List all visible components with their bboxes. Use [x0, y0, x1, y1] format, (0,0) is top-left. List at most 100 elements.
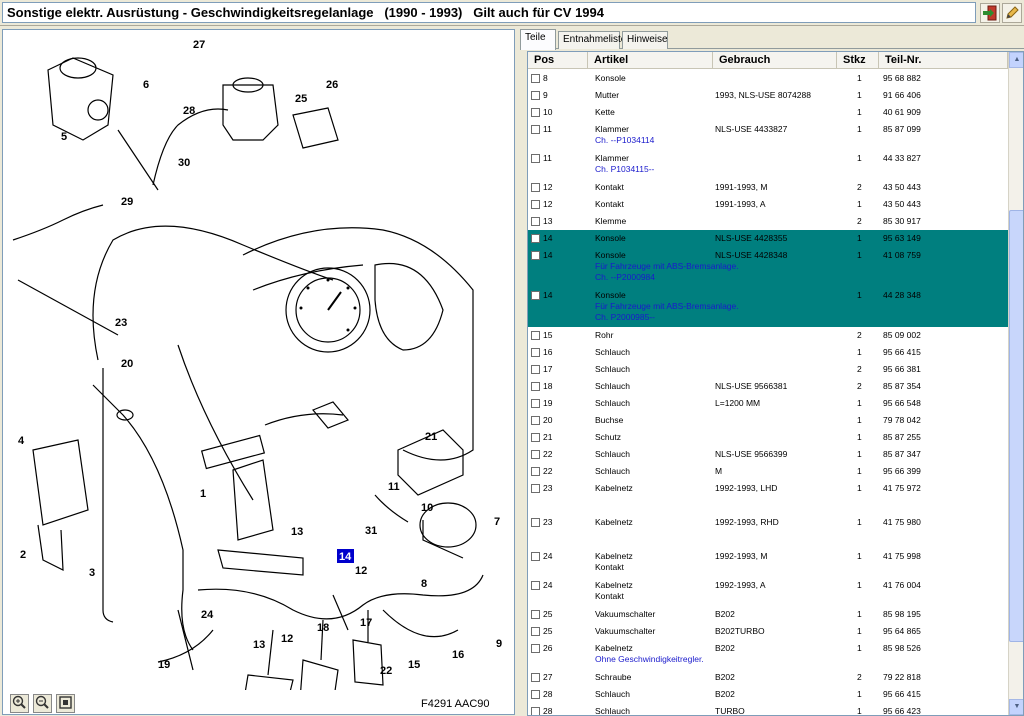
tab-teile[interactable]: Teile	[520, 29, 556, 50]
callout-28[interactable]: 28	[183, 105, 195, 117]
callout-12[interactable]: 12	[281, 633, 293, 645]
callout-14[interactable]: 14	[339, 551, 352, 563]
callout-21[interactable]: 21	[425, 431, 437, 443]
column-header-stkz[interactable]: Stkz	[837, 52, 879, 69]
exit-button[interactable]	[980, 3, 1000, 23]
callout-13[interactable]: 13	[253, 639, 265, 651]
tab-hinweise[interactable]: Hinweise	[622, 31, 668, 49]
column-header-gebrauch[interactable]: Gebrauch	[713, 52, 837, 69]
callout-16[interactable]: 16	[452, 649, 464, 661]
callout-2[interactable]: 2	[20, 549, 26, 561]
row-checkbox[interactable]	[531, 467, 540, 476]
callout-7[interactable]: 7	[494, 516, 500, 528]
row-checkbox[interactable]	[531, 707, 540, 715]
row-checkbox[interactable]	[531, 518, 540, 527]
row-checkbox[interactable]	[531, 484, 540, 493]
callout-3[interactable]: 3	[89, 567, 95, 579]
row-checkbox[interactable]	[531, 183, 540, 192]
row-checkbox[interactable]	[531, 610, 540, 619]
row-checkbox[interactable]	[531, 125, 540, 134]
row-checkbox[interactable]	[531, 382, 540, 391]
row-checkbox[interactable]	[531, 251, 540, 260]
callout-10[interactable]: 10	[421, 502, 433, 514]
column-header-pos[interactable]: Pos	[528, 52, 588, 69]
callout-27[interactable]: 27	[193, 39, 205, 51]
row-checkbox[interactable]	[531, 365, 540, 374]
fit-page-button[interactable]	[56, 694, 75, 713]
row-checkbox[interactable]	[531, 291, 540, 300]
zoom-out-button[interactable]	[33, 694, 52, 713]
row-checkbox[interactable]	[531, 331, 540, 340]
row-checkbox[interactable]	[531, 74, 540, 83]
cruise-control-drawing[interactable]: 2762628255293023202141110723113143112824…	[3, 30, 514, 690]
row-checkbox[interactable]	[531, 690, 540, 699]
row-checkbox[interactable]	[531, 627, 540, 636]
scroll-down-button[interactable]: ▼	[1009, 699, 1023, 715]
scroll-up-button[interactable]: ▲	[1009, 52, 1023, 68]
callout-12[interactable]: 12	[355, 565, 367, 577]
column-header-artikel[interactable]: Artikel	[588, 52, 713, 69]
callout-8[interactable]: 8	[421, 578, 427, 590]
row-checkbox[interactable]	[531, 234, 540, 243]
row-checkbox[interactable]	[531, 154, 540, 163]
callout-11[interactable]: 11	[388, 481, 400, 493]
callout-30[interactable]: 30	[178, 157, 190, 169]
callout-23[interactable]: 23	[115, 317, 127, 329]
callout-6[interactable]: 6	[143, 79, 149, 91]
row-checkbox[interactable]	[531, 433, 540, 442]
row-checkbox[interactable]	[531, 348, 540, 357]
row-checkbox[interactable]	[531, 108, 540, 117]
row-checkbox[interactable]	[531, 217, 540, 226]
zoom-in-button[interactable]	[10, 694, 29, 713]
callout-31[interactable]: 31	[365, 525, 377, 537]
edit-button[interactable]	[1002, 3, 1022, 23]
callout-15[interactable]: 15	[408, 659, 420, 671]
row-checkbox[interactable]	[531, 450, 540, 459]
callout-9[interactable]: 9	[496, 638, 502, 650]
callout-17[interactable]: 17	[360, 617, 372, 629]
callout-1[interactable]: 1	[200, 488, 206, 500]
callout-22[interactable]: 22	[380, 665, 392, 677]
callout-5[interactable]: 5	[61, 131, 67, 143]
scrollbar-thumb[interactable]	[1009, 210, 1023, 642]
callout-25[interactable]: 25	[295, 93, 307, 105]
callout-13[interactable]: 13	[291, 526, 303, 538]
row-checkbox[interactable]	[531, 399, 540, 408]
row-checkbox[interactable]	[531, 416, 540, 425]
vertical-scrollbar[interactable]: ▲ ▼	[1008, 52, 1023, 715]
row-checkbox[interactable]	[531, 673, 540, 682]
callout-4[interactable]: 4	[18, 435, 25, 447]
column-header-teilnr[interactable]: Teil-Nr.	[879, 52, 1008, 69]
callout-24[interactable]: 24	[201, 609, 214, 621]
callout-18[interactable]: 18	[317, 622, 329, 634]
row-checkbox[interactable]	[531, 581, 540, 590]
